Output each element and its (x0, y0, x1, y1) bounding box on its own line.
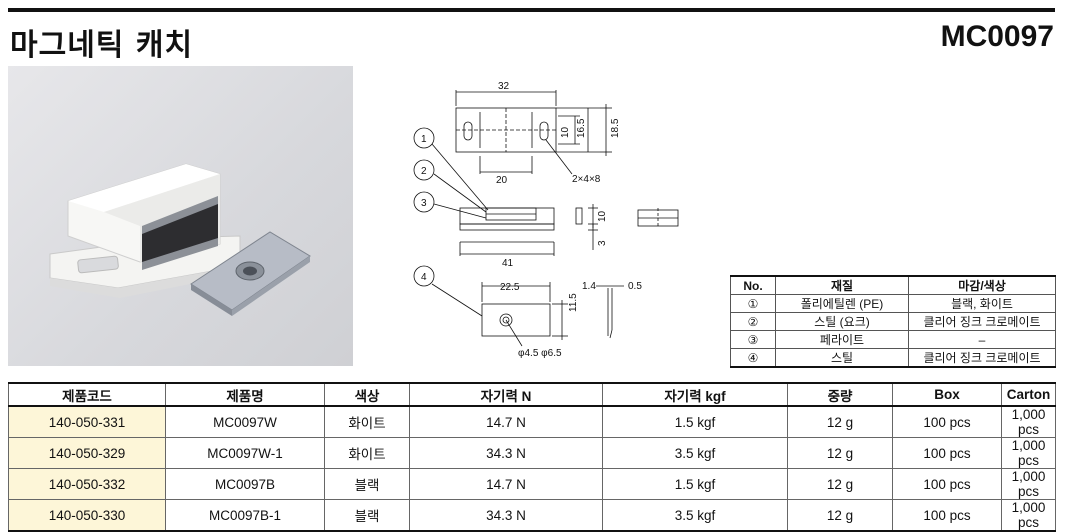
dim-slot: 2×4×8 (572, 174, 601, 185)
prod-header-force-kgf: 자기력 kgf (602, 382, 788, 407)
callout-4: 4 (421, 272, 427, 283)
table-row: 140-050-332 MC0097B 블랙 14.7 N 1.5 kgf 12… (8, 468, 1056, 500)
mat-header-material: 재질 (775, 275, 909, 295)
dim-3: 3 (597, 240, 608, 246)
products-table: 제품코드 제품명 색상 자기력 N 자기력 kgf 중량 Box Carton … (8, 382, 1056, 532)
dim-10b: 10 (597, 210, 608, 222)
callout-1: 1 (421, 134, 427, 145)
dim-16-5: 16.5 (576, 118, 587, 138)
dim-18-5: 18.5 (610, 118, 621, 138)
table-row: ② 스틸 (요크) 클리어 징크 크로메이트 (730, 312, 1056, 331)
dim-hole: φ4.5 φ6.5 (518, 348, 562, 359)
callout-3: 3 (421, 198, 427, 209)
prod-header-weight: 중량 (787, 382, 893, 407)
prod-header-box: Box (892, 382, 1002, 407)
table-row: ③ 페라이트 – (730, 330, 1056, 349)
table-row: 140-050-331 MC0097W 화이트 14.7 N 1.5 kgf 1… (8, 405, 1056, 438)
dim-22-5: 22.5 (500, 282, 520, 293)
table-row: 140-050-329 MC0097W-1 화이트 34.3 N 3.5 kgf… (8, 437, 1056, 469)
table-row: ① 폴리에틸렌 (PE) 블랙, 화이트 (730, 294, 1056, 313)
prod-header-carton: Carton (1001, 382, 1056, 407)
dim-41: 41 (502, 258, 514, 269)
product-code: MC0097 (940, 20, 1054, 53)
table-row: 140-050-330 MC0097B-1 블랙 34.3 N 3.5 kgf … (8, 499, 1056, 532)
dim-20: 20 (496, 175, 508, 186)
dim-32: 32 (498, 81, 510, 92)
materials-table: No. 재질 마감/색상 ① 폴리에틸렌 (PE) 블랙, 화이트 ② 스틸 (… (730, 275, 1056, 368)
mat-header-finish: 마감/색상 (908, 275, 1056, 295)
table-row: ④ 스틸 클리어 징크 크로메이트 (730, 348, 1056, 368)
page-title: 마그네틱 캐치 (10, 28, 194, 63)
product-photo (8, 66, 353, 366)
callout-2: 2 (421, 166, 427, 177)
mat-header-no: No. (730, 275, 776, 295)
dim-0-5: 0.5 (628, 281, 642, 292)
prod-header-color: 색상 (324, 382, 410, 407)
dim-10a: 10 (560, 126, 571, 138)
prod-header-name: 제품명 (165, 382, 325, 407)
dim-11-5: 11.5 (568, 293, 579, 312)
dim-1-4: 1.4 (582, 281, 596, 292)
prod-header-code: 제품코드 (8, 382, 166, 407)
prod-header-force-n: 자기력 N (409, 382, 603, 407)
header-rule (8, 8, 1055, 12)
technical-drawing: 32 20 10 16.5 18.5 2×4×8 10 3 41 22.5 11… (400, 78, 730, 368)
